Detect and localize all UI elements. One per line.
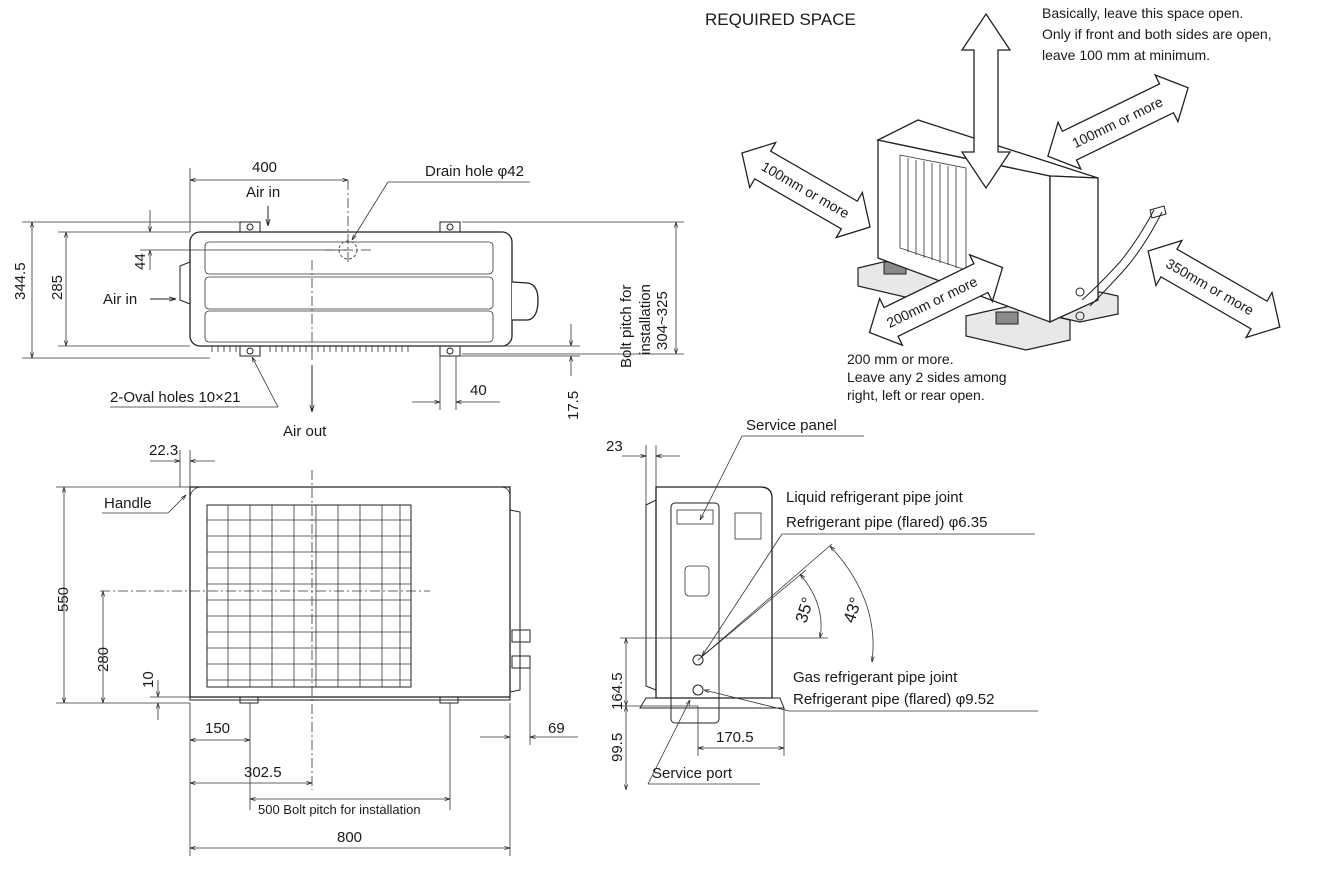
dim-69-label: 69	[548, 720, 565, 737]
bolt-pitch-line2: installation	[637, 284, 654, 355]
top-view-handle	[179, 261, 191, 305]
angle-35-label: 35°	[792, 595, 818, 625]
gas-pipe-label: Refrigerant pipe (flared) φ9.52	[793, 691, 995, 708]
drain-hole-label: Drain hole φ42	[425, 163, 524, 180]
bolt-pitch-line3: 304~325	[654, 291, 671, 350]
front-fan-grille	[206, 504, 412, 688]
dim-99-5-label: 99.5	[609, 733, 626, 762]
side-casing	[655, 486, 773, 699]
required-space-title: REQUIRED SPACE	[705, 10, 856, 29]
grille-bars	[207, 505, 411, 687]
dim-22-3-label: 22.3	[149, 442, 178, 459]
bolt-pitch-line1: Bolt pitch for	[618, 285, 635, 368]
dim-280-label: 280	[95, 647, 112, 672]
dim-285-label: 285	[49, 275, 66, 300]
dim-23-label: 23	[606, 438, 623, 455]
dim-10-label: 10	[140, 671, 157, 688]
top-note-line1: Basically, leave this space open.	[1042, 5, 1243, 21]
mounting-foot	[239, 221, 461, 357]
top-view-grille	[211, 346, 409, 352]
dim-150-label: 150	[205, 720, 230, 737]
front-casing	[189, 486, 511, 698]
top-clearance-arrow	[960, 12, 1012, 190]
handle-label: Handle	[104, 495, 152, 512]
dim-302-5-label: 302.5	[244, 764, 282, 781]
dim-344-5-label: 344.5	[12, 262, 29, 300]
iso-side-face	[1049, 175, 1099, 324]
required-space-view: REQUIRED SPACE Basically, leave this spa…	[705, 5, 1281, 403]
rear-clearance-arrow: 100mm or more	[1047, 73, 1189, 171]
dim-164-5-label: 164.5	[609, 672, 626, 710]
front-view: 22.3 Handle 550 280 10 150 302.5 500 Bol…	[55, 442, 578, 856]
bottom-note-line3: right, left or rear open.	[847, 387, 985, 403]
service-panel-shape	[670, 502, 720, 724]
dim-170-5-label: 170.5	[716, 729, 754, 746]
dim-17-5-label: 17.5	[565, 391, 582, 420]
top-view-louver-1	[204, 241, 494, 275]
bottom-note-line1: 200 mm or more.	[847, 351, 954, 367]
dim-40-label: 40	[470, 382, 487, 399]
dim-800-label: 800	[337, 829, 362, 846]
top-view-casing	[189, 231, 513, 347]
air-out-label: Air out	[283, 423, 327, 440]
air-in-top-label: Air in	[246, 184, 280, 201]
liquid-pipe-label: Refrigerant pipe (flared) φ6.35	[786, 514, 988, 531]
bottom-note-line2: Leave any 2 sides among	[847, 369, 1007, 385]
top-note-line2: Only if front and both sides are open,	[1042, 26, 1272, 42]
top-note-line3: leave 100 mm at minimum.	[1042, 47, 1210, 63]
oval-holes-label: 2-Oval holes 10×21	[110, 389, 241, 406]
top-view-valve-cover	[511, 281, 539, 321]
gas-joint-label: Gas refrigerant pipe joint	[793, 669, 958, 686]
angle-43-label: 43°	[840, 595, 866, 625]
liquid-joint-label: Liquid refrigerant pipe joint	[786, 489, 964, 506]
air-in-left-label: Air in	[103, 291, 137, 308]
service-port-label: Service port	[652, 765, 733, 782]
service-panel-label: Service panel	[746, 417, 837, 434]
top-view: 400 Air in Drain hole φ42 344.5 285 44 A…	[12, 159, 684, 440]
dim-550-label: 550	[55, 587, 72, 612]
right-clearance-arrow: 350mm or more	[1147, 239, 1281, 339]
bolt-pitch-500-label: 500 Bolt pitch for installation	[258, 802, 421, 817]
side-view: 23 Service panel Liquid refrigerant pipe…	[606, 417, 1038, 790]
dim-400-label: 400	[252, 159, 277, 176]
dim-44-label: 44	[132, 253, 149, 270]
left-clearance-arrow: 100mm or more	[741, 141, 871, 239]
